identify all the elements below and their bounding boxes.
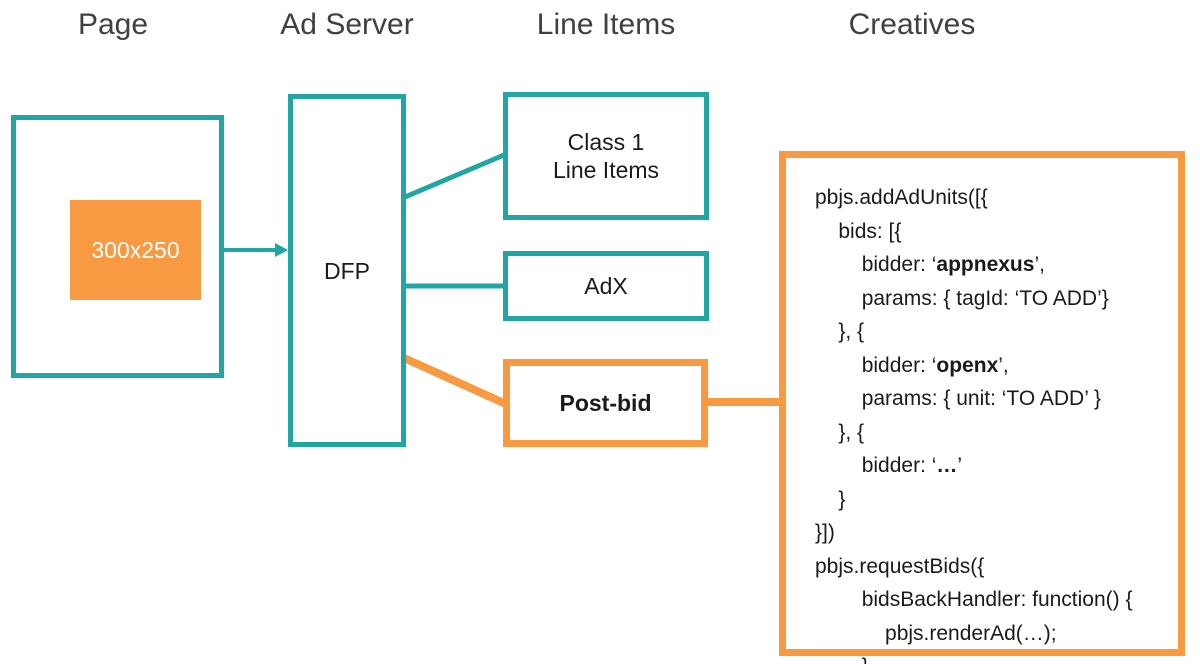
code-line: bidder: ‘…’ — [815, 449, 1133, 483]
connector-dfp-to-postbid — [402, 354, 508, 408]
code-token: bidder: ‘ — [861, 353, 937, 377]
code-token: }, { — [838, 320, 865, 343]
code-line: params: { unit: ‘TO ADD’ } — [815, 382, 1133, 416]
code-token: } — [838, 487, 846, 511]
ad-server-label: DFP — [324, 257, 370, 284]
creative-slot-label: 300x250 — [91, 237, 180, 263]
code-line: pbjs.requestBids({ — [815, 550, 1133, 584]
code-line: } — [815, 650, 1133, 664]
code-token: bidsBackHandler: function() { — [861, 588, 1133, 611]
code-token: ’ — [957, 454, 963, 477]
line-item-adx-label: AdX — [584, 273, 628, 299]
code-token: } — [862, 655, 869, 664]
line-item-box-class1[interactable]: Class 1 Line Items — [503, 92, 709, 220]
code-token-bold: … — [936, 454, 958, 477]
code-token: ’, — [998, 353, 1009, 377]
code-token: ’, — [1034, 253, 1045, 276]
code-token: bids: [{ — [838, 219, 902, 243]
creative-code-box: pbjs.addAdUnits([{ bids: [{ bidder: ‘app… — [779, 151, 1185, 664]
code-token: pbjs.addAdUnits([{ — [815, 186, 988, 209]
code-line: }, { — [815, 315, 1133, 349]
creative-slot-300x250[interactable]: 300x250 — [70, 200, 201, 300]
code-token: bidder: ‘ — [861, 253, 937, 276]
ad-server-box-dfp[interactable]: DFP — [288, 94, 406, 447]
code-line: }, { — [815, 416, 1133, 450]
line-item-box-postbid[interactable]: Post-bid — [503, 359, 708, 447]
connector-dfp-to-class1 — [404, 152, 505, 200]
code-line: } — [815, 483, 1133, 517]
code-token: params: { unit: ‘TO ADD’ } — [861, 387, 1101, 410]
column-header-ad-server: Ad Server — [280, 8, 414, 41]
code-line: bidder: ‘openx’, — [815, 349, 1133, 383]
column-header-page: Page — [77, 8, 149, 41]
column-header-creatives: Creatives — [848, 8, 976, 41]
code-line: bidsBackHandler: function() { — [815, 583, 1133, 617]
code-token: }]) — [815, 521, 835, 544]
code-token-bold: openx — [936, 353, 999, 377]
code-token: pbjs.requestBids({ — [815, 554, 985, 578]
code-line: pbjs.addAdUnits([{ — [815, 181, 1133, 215]
line-item-class1-label: Class 1 Line Items — [552, 129, 660, 183]
line-item-box-adx[interactable]: AdX — [503, 251, 709, 321]
code-token: pbjs.renderAd(…); — [885, 621, 1057, 645]
code-token: params: { tagId: ‘TO ADD’} — [861, 286, 1109, 310]
line-item-postbid-label: Post-bid — [559, 390, 652, 416]
code-line: pbjs.renderAd(…); — [815, 617, 1133, 651]
code-line: bidder: ‘appnexus’, — [815, 248, 1133, 282]
creative-code-text: pbjs.addAdUnits([{ bids: [{ bidder: ‘app… — [815, 181, 1133, 664]
code-line: params: { tagId: ‘TO ADD’} — [815, 282, 1133, 316]
column-header-line-items: Line Items — [536, 8, 676, 41]
code-line: bids: [{ — [815, 215, 1133, 249]
code-line: }]) — [815, 516, 1133, 550]
code-token: }, { — [838, 420, 865, 444]
code-token: bidder: ‘ — [861, 454, 937, 477]
code-token-bold: appnexus — [936, 253, 1035, 276]
